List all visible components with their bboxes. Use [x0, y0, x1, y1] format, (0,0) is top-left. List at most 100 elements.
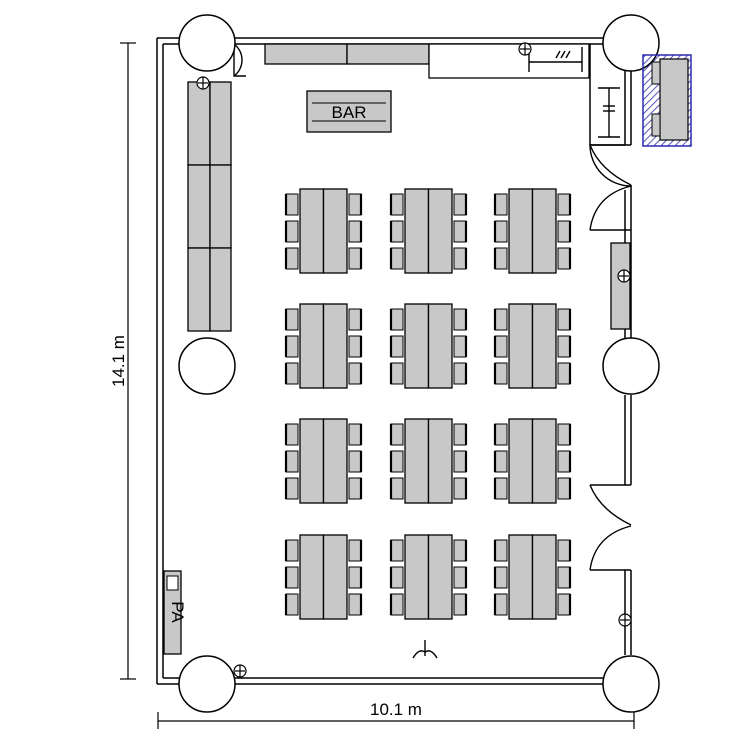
chair — [285, 335, 299, 358]
socket-icon — [196, 76, 210, 90]
pa-label: PA — [168, 601, 187, 623]
chair — [390, 566, 404, 589]
dimension-height — [120, 42, 136, 680]
chair — [390, 362, 404, 385]
door-top-left — [233, 43, 246, 77]
chair — [390, 450, 404, 473]
banquet-table — [284, 303, 363, 389]
door-right-upper-swing-1 — [589, 144, 632, 186]
banquet-table — [284, 188, 363, 274]
chair — [557, 450, 571, 473]
table-half — [322, 418, 348, 504]
table-half — [427, 303, 453, 389]
table-half — [427, 188, 453, 274]
dimension-width — [157, 712, 635, 729]
chair — [390, 423, 404, 446]
table-half — [508, 418, 534, 504]
chair — [285, 539, 299, 562]
chair — [453, 566, 467, 589]
chair — [453, 450, 467, 473]
chair — [453, 308, 467, 331]
chair — [494, 362, 508, 385]
chair — [557, 593, 571, 616]
banquet-table — [493, 303, 572, 389]
banquet-table — [493, 534, 572, 620]
hatched-stage-icon — [642, 54, 692, 147]
chair — [494, 247, 508, 270]
chair — [494, 593, 508, 616]
chair — [453, 539, 467, 562]
chair — [348, 539, 362, 562]
table-grid — [284, 188, 572, 620]
chair — [390, 477, 404, 500]
chair — [453, 193, 467, 216]
banquet-table — [389, 303, 468, 389]
table-half — [531, 418, 557, 504]
chair — [494, 450, 508, 473]
banquet-table — [493, 188, 572, 274]
banquet-table — [389, 418, 468, 504]
chair — [390, 193, 404, 216]
right-side-counter — [610, 242, 631, 330]
chair — [285, 308, 299, 331]
door-right-lower-swing-1 — [589, 484, 632, 526]
top-counters — [264, 43, 590, 79]
table-half — [322, 303, 348, 389]
chair — [390, 220, 404, 243]
chair — [557, 193, 571, 216]
table-half — [427, 534, 453, 620]
table-half — [299, 534, 325, 620]
table-half — [404, 534, 430, 620]
socket-icon — [233, 664, 247, 678]
chair — [494, 423, 508, 446]
chair — [348, 566, 362, 589]
chair — [557, 362, 571, 385]
chair — [557, 220, 571, 243]
chair — [285, 220, 299, 243]
chair — [348, 423, 362, 446]
chair — [453, 362, 467, 385]
chair — [285, 477, 299, 500]
banquet-table — [389, 534, 468, 620]
door-right-upper-swing-2 — [589, 185, 632, 231]
chair — [453, 335, 467, 358]
chair — [285, 450, 299, 473]
chair — [348, 362, 362, 385]
chair — [285, 566, 299, 589]
chair — [348, 477, 362, 500]
table-half — [299, 418, 325, 504]
chair — [390, 247, 404, 270]
ceiling-fan-icon — [412, 640, 438, 659]
chair — [557, 335, 571, 358]
chair — [348, 593, 362, 616]
chair — [494, 220, 508, 243]
column-right-mid — [602, 337, 660, 395]
chair — [348, 450, 362, 473]
table-half — [404, 303, 430, 389]
chair — [557, 566, 571, 589]
table-half — [322, 534, 348, 620]
table-half — [531, 188, 557, 274]
chair — [285, 247, 299, 270]
chair — [557, 423, 571, 446]
dimension-width-label: 10.1 m — [370, 700, 422, 719]
doors — [233, 43, 632, 571]
chair — [348, 193, 362, 216]
chair — [285, 362, 299, 385]
banquet-table — [389, 188, 468, 274]
table-half — [531, 303, 557, 389]
bar: BAR — [306, 90, 392, 133]
left-counters — [187, 81, 232, 332]
chair — [453, 423, 467, 446]
chair — [390, 308, 404, 331]
chair — [390, 593, 404, 616]
table-half — [531, 534, 557, 620]
door-right-upper-a — [589, 144, 632, 187]
table-half — [508, 303, 534, 389]
table-half — [508, 534, 534, 620]
door-right-lower-swing-2 — [589, 525, 632, 571]
chair — [494, 539, 508, 562]
banquet-table — [284, 534, 363, 620]
column-bottom-left — [178, 655, 236, 713]
